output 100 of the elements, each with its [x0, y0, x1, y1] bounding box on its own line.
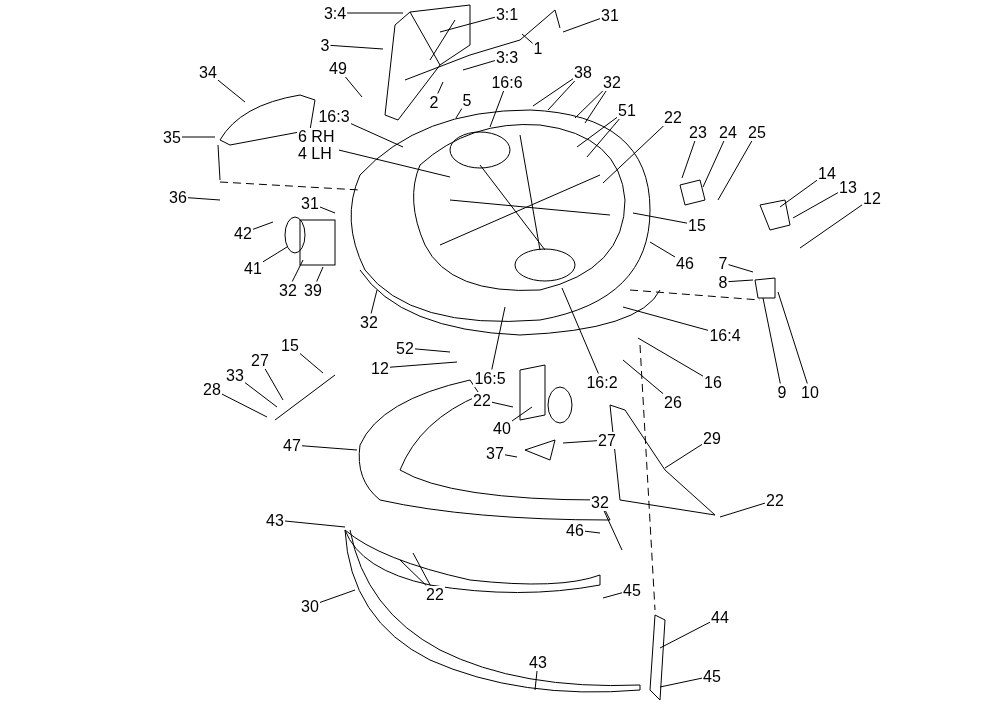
leader-line [504, 454, 518, 458]
leader-line [664, 443, 703, 469]
callout-number: 30 [300, 597, 320, 615]
leader-line [511, 406, 533, 422]
callout-number: 31 [300, 194, 320, 212]
callout-number: 16:4 [708, 326, 742, 344]
callout-number: 39 [303, 281, 323, 299]
leader-line [637, 337, 704, 377]
callout-number: 8 [717, 273, 729, 291]
callout-number: 46 [565, 521, 585, 539]
leader-line [603, 510, 623, 551]
callout-number: 29 [702, 429, 722, 447]
callout-number: 3:4 [322, 4, 348, 22]
callout-number: 47 [282, 436, 302, 454]
callout-number: 40 [492, 419, 512, 437]
callout-number: 5 [461, 91, 473, 109]
callout-number: 43 [528, 653, 548, 671]
callout-number: 26 [663, 393, 683, 411]
callout-number: 1 [532, 39, 544, 57]
callout-number: 27 [597, 431, 617, 449]
leader-line [346, 12, 404, 14]
leader-line [632, 212, 688, 224]
leader-line [319, 206, 336, 214]
callout-number: 3:3 [494, 48, 520, 66]
leader-line [681, 140, 696, 179]
leader-line [370, 289, 378, 314]
callout-number: 15 [687, 216, 707, 234]
leader-line [489, 90, 505, 128]
leader-line [412, 552, 431, 586]
callout-number: 33 [225, 366, 245, 384]
leader-line [779, 179, 818, 208]
leader-line [576, 116, 618, 148]
callout-number: 22 [472, 391, 492, 409]
callout-number: 38 [573, 63, 593, 81]
callout-number: 16:3 [317, 107, 351, 125]
callout-number: 51 [617, 101, 637, 119]
leader-line [316, 266, 324, 282]
leader-line [586, 118, 621, 158]
leader-line [329, 44, 384, 50]
leader-line [777, 291, 808, 384]
callout-number: 32 [602, 73, 622, 91]
callout-number: 52 [395, 339, 415, 357]
callout-number: 16:2 [585, 373, 619, 391]
callout-number: 49 [328, 59, 348, 77]
callout-number: 42 [233, 224, 253, 242]
leader-line [244, 382, 278, 408]
callout-number: 22 [765, 491, 785, 509]
callout-number: 14 [817, 164, 837, 182]
callout-number: 35 [162, 128, 182, 146]
leader-line [561, 287, 599, 374]
callout-number: 25 [747, 123, 767, 141]
leader-line [762, 297, 781, 384]
callout-number: 45 [702, 667, 722, 685]
leader-line [602, 125, 665, 184]
callout-number: 28 [202, 380, 222, 398]
leader-line [534, 670, 538, 691]
callout-number: 7 [717, 254, 729, 272]
callout-number: 16:6 [490, 73, 524, 91]
leader-line [574, 90, 604, 119]
callout-number: 41 [243, 259, 263, 277]
callout-number: 3:1 [494, 5, 520, 23]
leader-line [319, 589, 356, 603]
callout-number: 32 [278, 281, 298, 299]
leader-line [344, 76, 363, 98]
callout-number: 37 [485, 444, 505, 462]
leader-line [399, 559, 427, 586]
leader-line [301, 445, 358, 451]
leader-line [562, 18, 601, 33]
leader-line [350, 122, 404, 148]
callout-number: 43 [265, 511, 285, 529]
callout-number: 34 [198, 63, 218, 81]
leader-line [217, 79, 246, 103]
leader-line [622, 359, 664, 395]
callout-number: 36 [168, 188, 188, 206]
leader-line [659, 677, 703, 688]
leader-line [602, 592, 623, 599]
callout-number: 32 [590, 493, 610, 511]
leader-line [649, 241, 676, 258]
callout-number: 9 [776, 383, 788, 401]
callout-number: 13 [838, 178, 858, 196]
callout-number: 31 [600, 6, 620, 24]
leader-line [299, 352, 324, 374]
leader-line [562, 440, 598, 444]
leader-line [659, 621, 711, 649]
callout-number: 3 [319, 36, 331, 54]
leader-line [439, 16, 496, 33]
callout-number: 16:5 [473, 369, 507, 387]
callout-number: 12 [862, 189, 882, 207]
callout-number: 10 [800, 383, 820, 401]
leader-line [462, 60, 496, 71]
leader-line [264, 368, 284, 401]
leader-line [719, 502, 766, 518]
leader-line [291, 259, 304, 282]
callout-number: 27 [250, 351, 270, 369]
leader-line [455, 108, 463, 119]
leader-line [532, 78, 574, 107]
leader-line [792, 192, 839, 219]
leader-line [622, 306, 709, 331]
leader-line [181, 136, 216, 138]
leader-line [799, 204, 863, 249]
